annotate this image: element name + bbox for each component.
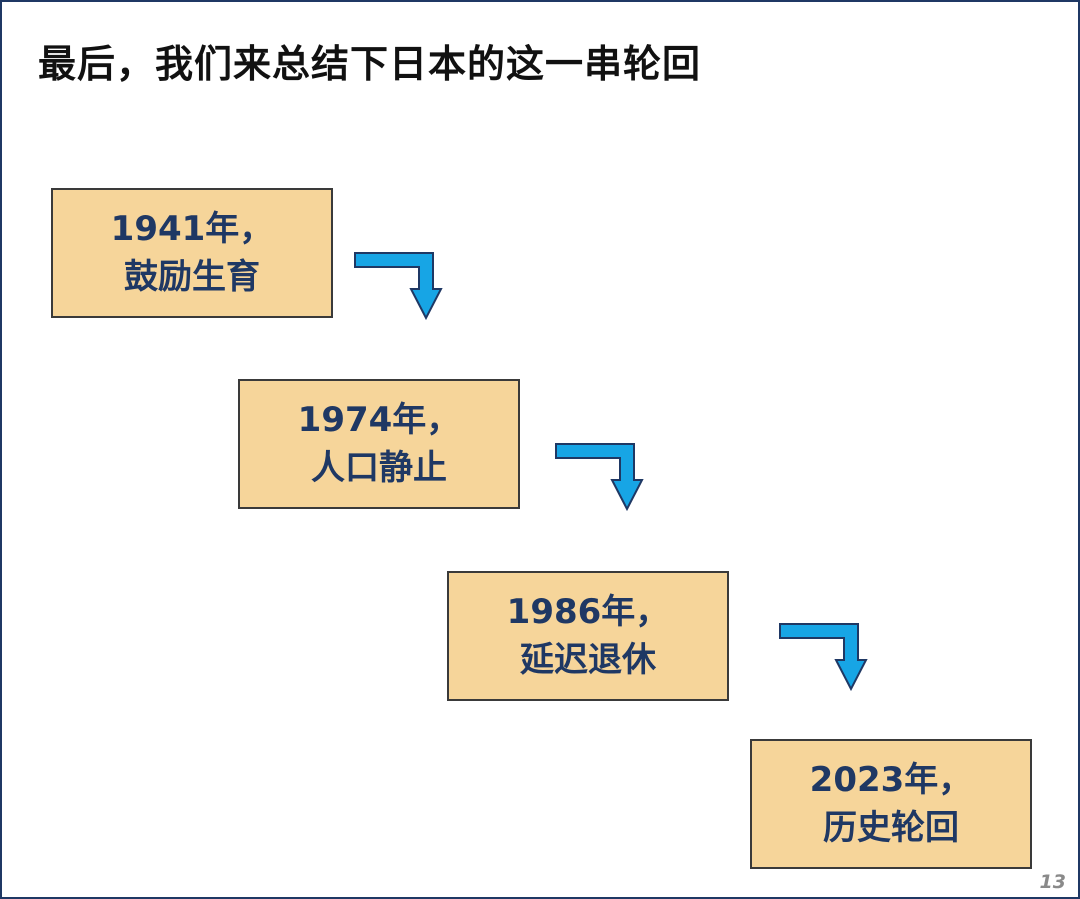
step-year: 1974年， xyxy=(297,399,461,440)
step-year: 1986年， xyxy=(506,591,670,632)
step-event: 鼓励生育 xyxy=(124,257,260,297)
slide-title: 最后，我们来总结下日本的这一串轮回 xyxy=(38,42,702,86)
step-event: 延迟退休 xyxy=(520,640,656,680)
page-number: 13 xyxy=(1039,871,1066,893)
step-year: 2023年， xyxy=(809,759,973,800)
step-year: 1941年， xyxy=(110,208,274,249)
bent-arrow-down-icon xyxy=(779,623,868,692)
step-event: 人口静止 xyxy=(311,448,447,488)
step-event: 历史轮回 xyxy=(823,808,959,848)
bent-arrow-down-icon xyxy=(354,252,443,321)
bent-arrow-down-icon xyxy=(555,443,644,512)
timeline-step-1974: 1974年， 人口静止 xyxy=(238,379,520,509)
timeline-step-1986: 1986年， 延迟退休 xyxy=(447,571,729,701)
timeline-step-1941: 1941年， 鼓励生育 xyxy=(51,188,333,318)
timeline-step-2023: 2023年， 历史轮回 xyxy=(750,739,1032,869)
